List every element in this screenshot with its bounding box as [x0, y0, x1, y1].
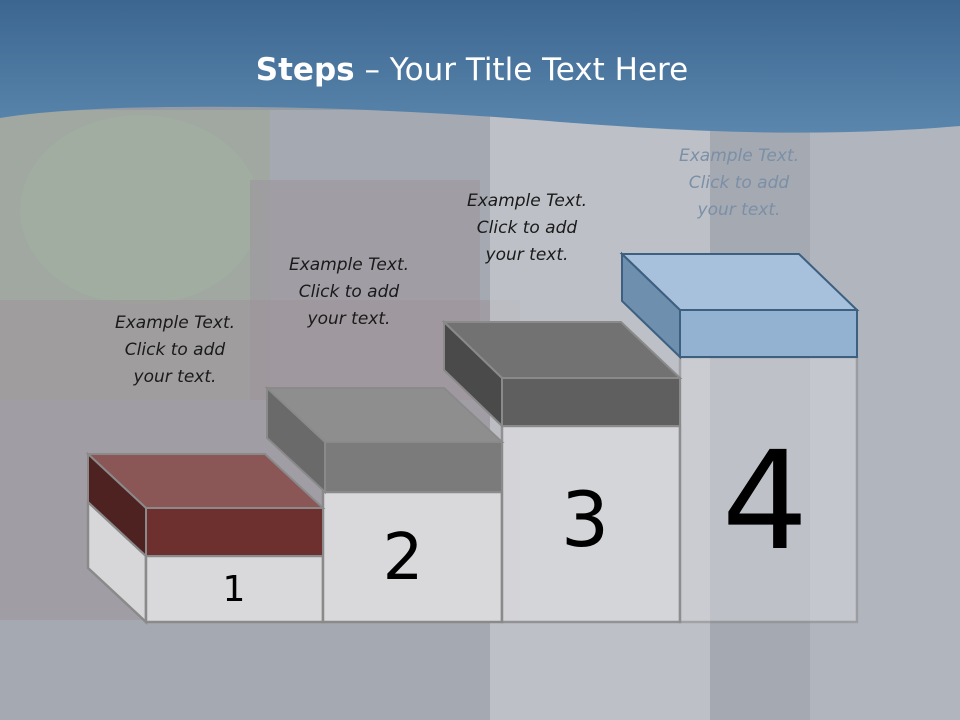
step-4-text[interactable]: Example Text. Click to add your text. — [654, 143, 824, 224]
title-bold: Steps — [255, 52, 355, 88]
step-2-block[interactable] — [264, 385, 505, 495]
step-3-text[interactable]: Example Text. Click to add your text. — [442, 188, 612, 269]
step-4-block[interactable] — [619, 251, 860, 360]
step-2-text-line3: your text. — [307, 309, 391, 329]
step-1-text[interactable]: Example Text. Click to add your text. — [90, 310, 260, 391]
step-4-column — [678, 355, 859, 624]
step-3-text-line2: Click to add — [476, 218, 578, 238]
step-1-text-line2: Click to add — [124, 340, 226, 360]
step-3-number: 3 — [560, 475, 610, 564]
step-3-text-line3: your text. — [485, 245, 569, 265]
step-4-text-line1: Example Text. — [678, 146, 800, 166]
step-2-number: 2 — [382, 521, 424, 595]
step-1-number: 1 — [222, 569, 246, 610]
step-4-text-line2: Click to add — [688, 173, 790, 193]
step-4-number: 4 — [721, 423, 809, 581]
step-1-text-line1: Example Text. — [114, 313, 236, 333]
step-2-text[interactable]: Example Text. Click to add your text. — [264, 252, 434, 333]
step-3-text-line1: Example Text. — [466, 191, 588, 211]
step-2-column — [321, 490, 504, 624]
step-2-text-line1: Example Text. — [288, 255, 410, 275]
step-2-text-line2: Click to add — [298, 282, 400, 302]
title-rest: – Your Title Text Here — [354, 52, 689, 88]
step-1-block[interactable] — [85, 451, 326, 559]
step-1-text-line3: your text. — [133, 367, 217, 387]
header-band — [0, 0, 960, 133]
step-4-text-line3: your text. — [697, 200, 781, 220]
step-1-column — [144, 554, 325, 624]
page-title: Steps – Your Title Text Here — [0, 52, 944, 88]
step-3-block[interactable] — [441, 319, 683, 429]
